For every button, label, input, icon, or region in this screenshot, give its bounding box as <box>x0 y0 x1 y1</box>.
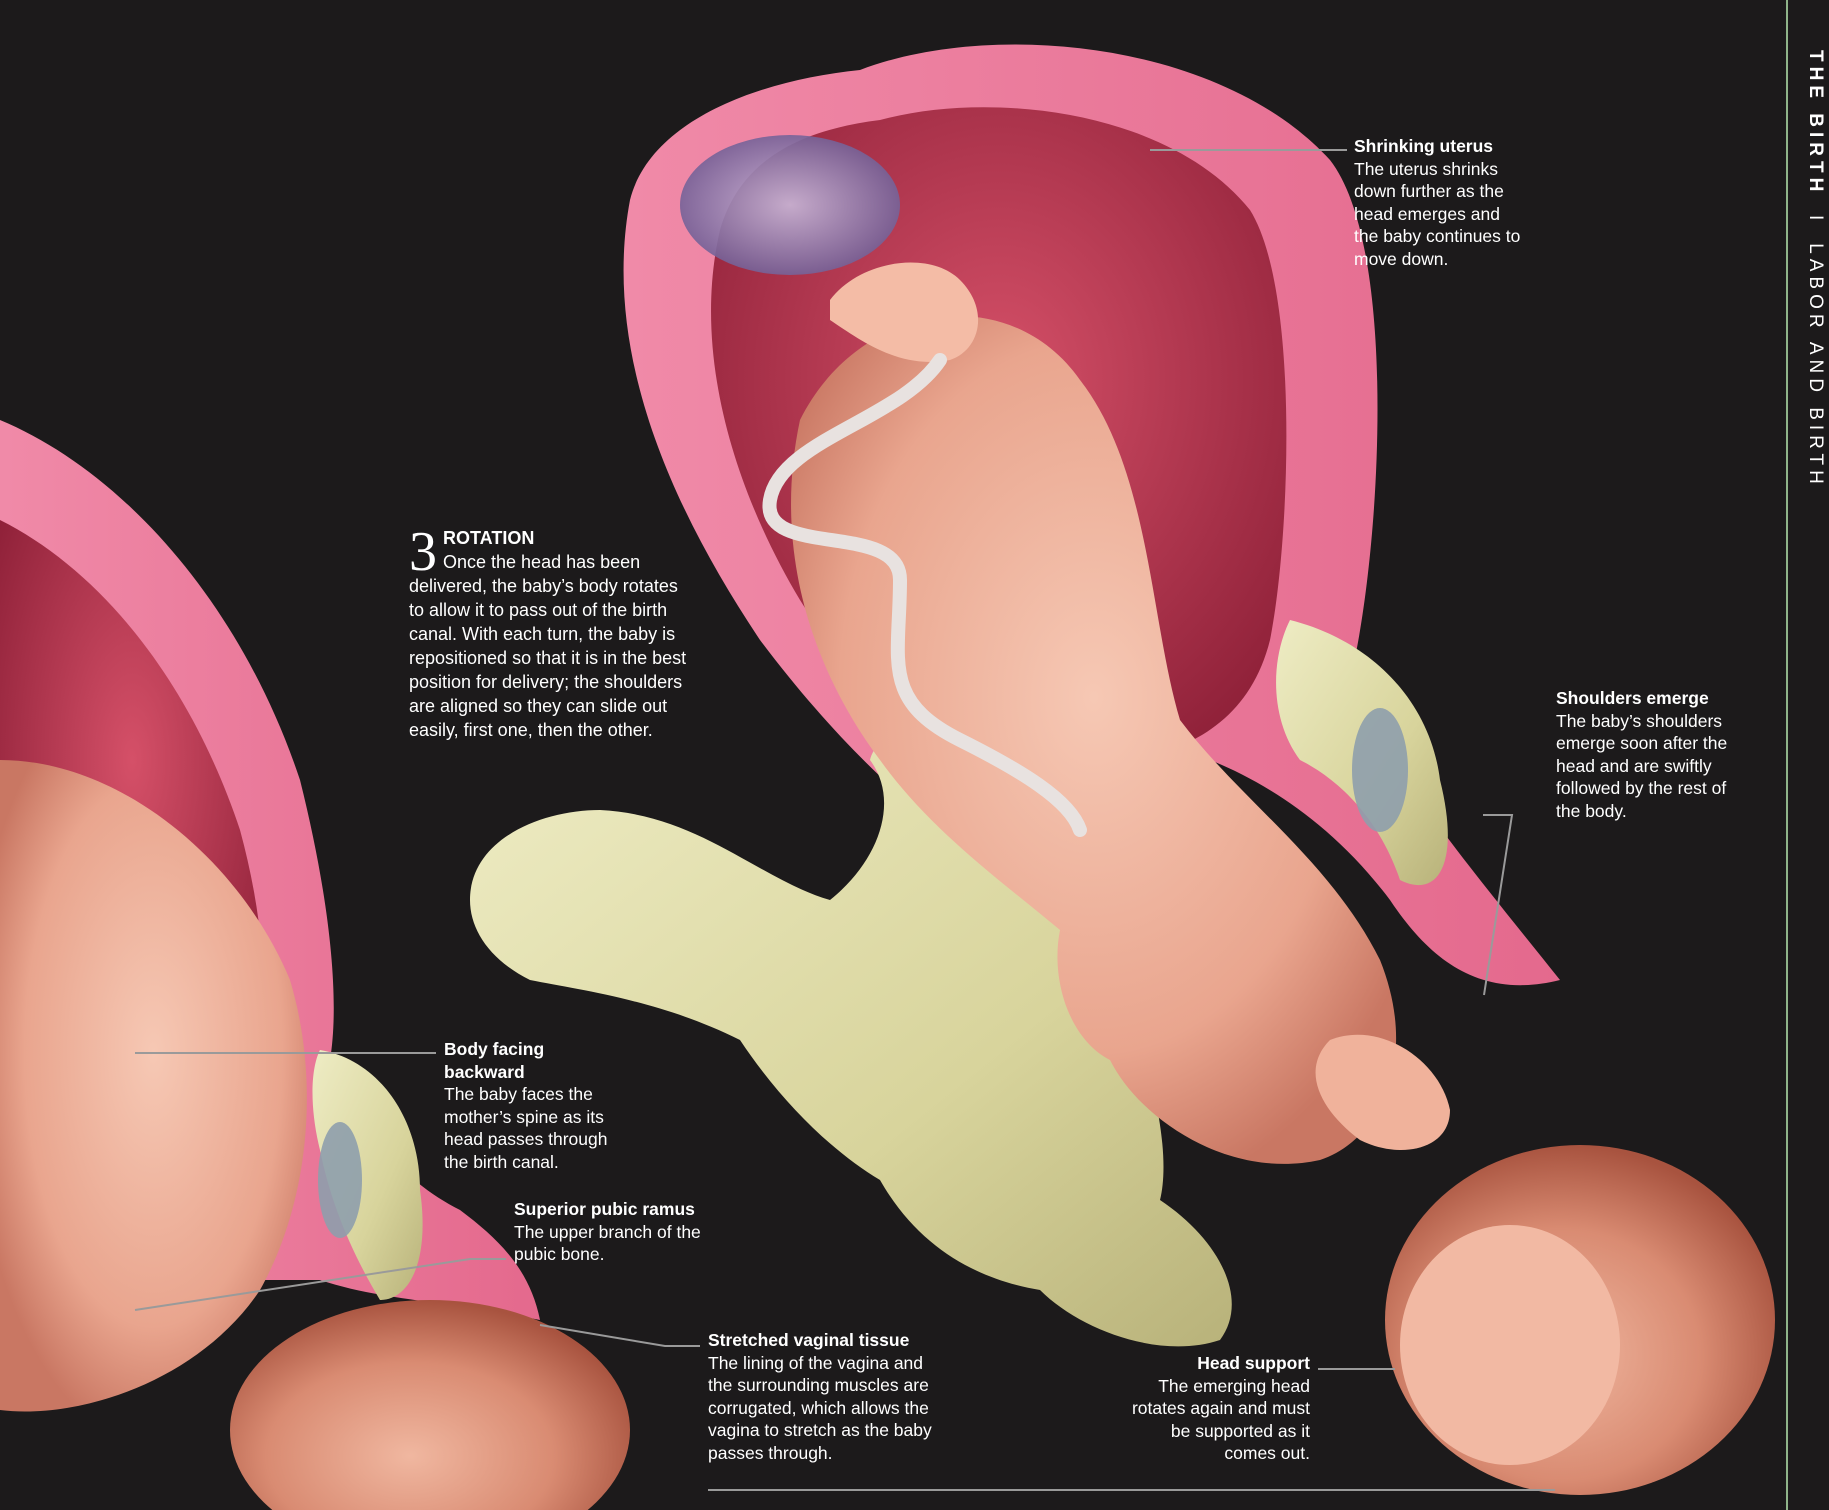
label-body: The uterus shrinks down further as the h… <box>1354 158 1524 271</box>
running-head: THE BIRTH I LABOR AND BIRTH <box>1804 50 1826 489</box>
left-baby-head <box>230 1300 630 1510</box>
label-title: Shoulders emerge <box>1556 687 1746 710</box>
label-body: The baby faces the mother’s spine as its… <box>444 1083 614 1173</box>
label-title: Superior pubic ramus <box>514 1198 724 1221</box>
label-body: The upper branch of the pubic bone. <box>514 1221 724 1266</box>
left-pubic-cartilage <box>318 1122 362 1238</box>
label-title: Body facing backward <box>444 1038 614 1083</box>
label-body-facing-backward: Body facing backward The baby faces the … <box>444 1038 614 1173</box>
label-shrinking-uterus: Shrinking uterus The uterus shrinks down… <box>1354 135 1524 270</box>
label-body: The lining of the vagina and the surroun… <box>708 1352 938 1465</box>
running-head-separator: I <box>1805 215 1826 225</box>
label-title: Stretched vaginal tissue <box>708 1329 938 1352</box>
step-number: 3 <box>409 530 437 574</box>
label-title: Shrinking uterus <box>1354 135 1524 158</box>
label-title: Head support <box>1120 1352 1310 1375</box>
label-body: The baby’s shoulders emerge soon after t… <box>1556 710 1746 823</box>
label-head-support: Head support The emerging head rotates a… <box>1120 1352 1310 1465</box>
step-body: Once the head has been delivered, the ba… <box>409 552 686 740</box>
label-body: The emerging head rotates again and must… <box>1120 1375 1310 1465</box>
running-head-section: THE BIRTH <box>1805 50 1826 196</box>
label-superior-pubic-ramus: Superior pubic ramus The upper branch of… <box>514 1198 724 1266</box>
step-rotation: 3 ROTATION Once the head has been delive… <box>409 526 689 742</box>
running-head-chapter: LABOR AND BIRTH <box>1805 243 1826 489</box>
step-title: ROTATION <box>409 526 689 550</box>
label-shoulders-emerge: Shoulders emerge The baby’s shoulders em… <box>1556 687 1746 822</box>
pubic-cartilage <box>1352 708 1408 832</box>
placenta-icon <box>680 135 900 275</box>
baby-face <box>1400 1225 1620 1465</box>
sidebar-rule <box>1786 0 1788 1510</box>
label-stretched-vaginal-tissue: Stretched vaginal tissue The lining of t… <box>708 1329 938 1464</box>
